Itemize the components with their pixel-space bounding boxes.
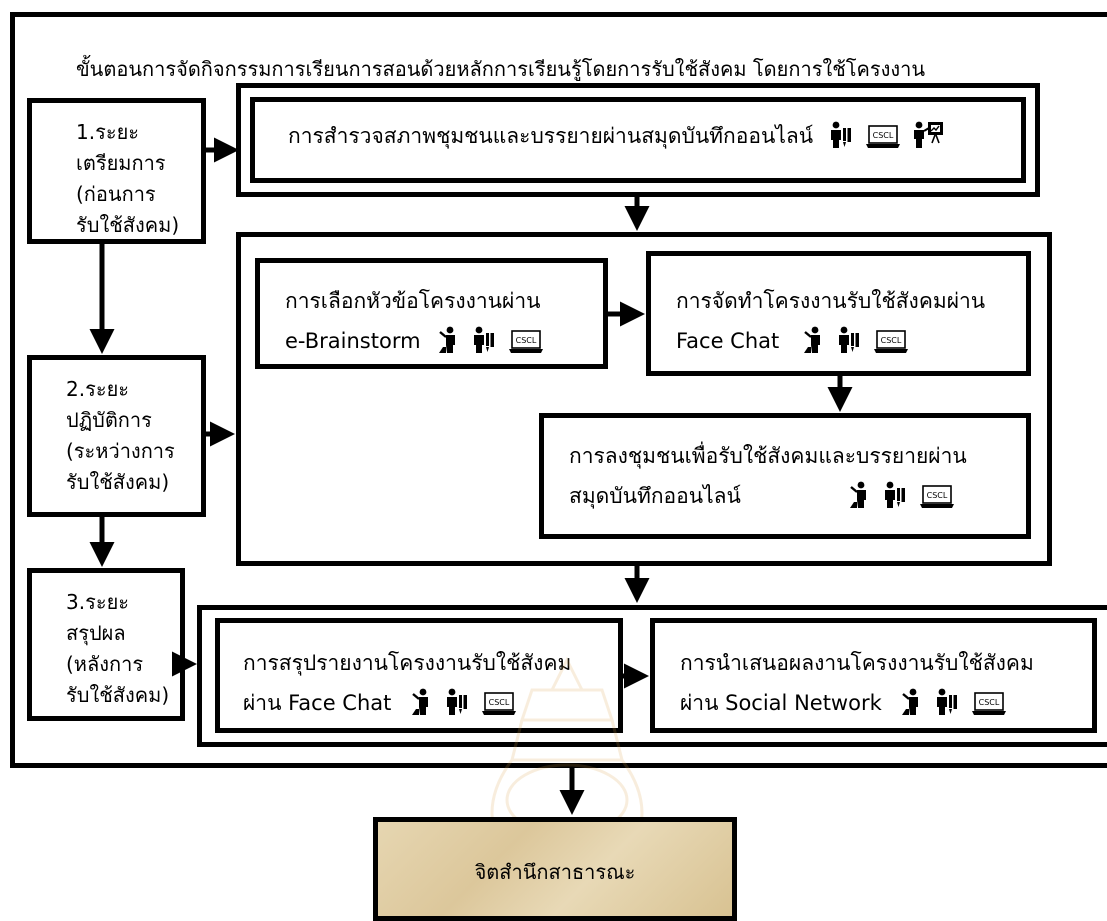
cscl-laptop-icon: CSCL: [865, 125, 900, 149]
phase-line: 2.ระยะ: [66, 377, 130, 401]
teacher-presenting-icon: [913, 121, 944, 149]
step-text: ผ่าน Social Network: [680, 691, 882, 715]
make-project-box: การจัดทำโครงงานรับใช้สังคมผ่าน Face Chat…: [646, 251, 1031, 376]
phase-conclusion: 3.ระยะ สรุปผล (หลังการ รับใช้สังคม): [27, 568, 185, 721]
step-text: การจัดทำโครงงานรับใช้สังคมผ่าน: [676, 289, 986, 313]
phase-line: รับใช้สังคม): [76, 213, 180, 237]
cscl-laptop-icon: CSCL: [919, 485, 954, 509]
result-box: จิตสำนึกสาธารณะ: [373, 817, 737, 921]
cscl-label: CSCL: [979, 698, 1000, 707]
outer-frame: [10, 12, 1107, 768]
phase-preparation: 1.ระยะ เตรียมการ (ก่อนการ รับใช้สังคม): [27, 98, 206, 244]
survey-text: การสำรวจสภาพชุมชนและบรรยายผ่านสมุดบันทึก…: [288, 120, 944, 153]
teacher-icon: [802, 326, 824, 354]
survey-box: การสำรวจสภาพชุมชนและบรรยายผ่านสมุดบันทึก…: [250, 97, 1026, 183]
student-icon: [936, 688, 958, 716]
survey-frame: การสำรวจสภาพชุมชนและบรรยายผ่านสมุดบันทึก…: [236, 83, 1040, 197]
diagram-heading: ขั้นตอนการจัดกิจกรรมการเรียนการสอนด้วยหล…: [76, 57, 926, 81]
icon-group: CSCL: [830, 121, 944, 149]
cscl-label: CSCL: [881, 336, 902, 345]
conclusion-frame: [197, 605, 1107, 747]
phase-line: เตรียมการ: [76, 151, 166, 175]
icon-group: CSCL: [900, 688, 1007, 716]
icon-group: CSCL: [437, 326, 544, 354]
result-text: จิตสำนึกสาธารณะ: [474, 860, 636, 884]
phase-line: สรุปผล: [66, 621, 126, 645]
student-icon: [838, 326, 860, 354]
cscl-laptop-icon: CSCL: [873, 330, 908, 354]
cscl-label: CSCL: [516, 336, 537, 345]
student-icon: [830, 121, 852, 149]
action-frame: [236, 232, 1052, 566]
phase-line: (ระหว่างการ: [66, 439, 175, 463]
icon-group: CSCL: [848, 481, 954, 509]
cscl-label: CSCL: [926, 491, 947, 500]
step-text: Face Chat: [676, 329, 780, 353]
phase-line: (หลังการ: [66, 652, 144, 676]
icon-group: CSCL: [410, 688, 517, 716]
cscl-label: CSCL: [872, 131, 893, 140]
cscl-laptop-icon: CSCL: [509, 330, 544, 354]
present-box: การนำเสนอผลงานโครงงานรับใช้สังคม ผ่าน So…: [650, 618, 1097, 733]
step-text: สมุดบันทึกออนไลน์: [569, 484, 741, 508]
phase-line: 3.ระยะ: [66, 590, 130, 614]
phase-line: ปฏิบัติการ: [66, 408, 152, 432]
phase-line: (ก่อนการ: [76, 182, 156, 206]
student-icon: [473, 326, 495, 354]
cscl-laptop-icon: CSCL: [972, 692, 1007, 716]
student-icon: [884, 481, 906, 509]
step-text: e-Brainstorm: [285, 329, 421, 353]
step-text: การสำรวจสภาพชุมชนและบรรยายผ่านสมุดบันทึก…: [288, 124, 814, 148]
phase-action: 2.ระยะ ปฏิบัติการ (ระหว่างการ รับใช้สังค…: [27, 355, 206, 517]
student-icon: [446, 688, 468, 716]
teacher-icon: [437, 326, 459, 354]
step-text: การสรุปรายงานโครงงานรับใช้สังคม: [243, 651, 572, 675]
icon-group: CSCL: [802, 326, 908, 354]
phase-line: รับใช้สังคม): [66, 470, 170, 494]
step-text: ผ่าน Face Chat: [243, 691, 392, 715]
step-text: การลงชุมชนเพื่อรับใช้สังคมและบรรยายผ่าน: [569, 444, 967, 468]
phase-line: รับใช้สังคม): [66, 683, 170, 707]
step-text: การนำเสนอผลงานโครงงานรับใช้สังคม: [680, 651, 1034, 675]
select-topic-box: การเลือกหัวข้อโครงงานผ่าน e-Brainstorm C…: [255, 258, 608, 369]
teacher-icon: [900, 688, 922, 716]
summary-box: การสรุปรายงานโครงงานรับใช้สังคม ผ่าน Fac…: [215, 618, 623, 733]
cscl-label: CSCL: [489, 698, 510, 707]
teacher-icon: [848, 481, 870, 509]
teacher-icon: [410, 688, 432, 716]
community-box: การลงชุมชนเพื่อรับใช้สังคมและบรรยายผ่าน …: [539, 413, 1031, 539]
phase-line: 1.ระยะ: [76, 120, 140, 144]
cscl-laptop-icon: CSCL: [482, 692, 517, 716]
step-text: การเลือกหัวข้อโครงงานผ่าน: [285, 289, 541, 313]
